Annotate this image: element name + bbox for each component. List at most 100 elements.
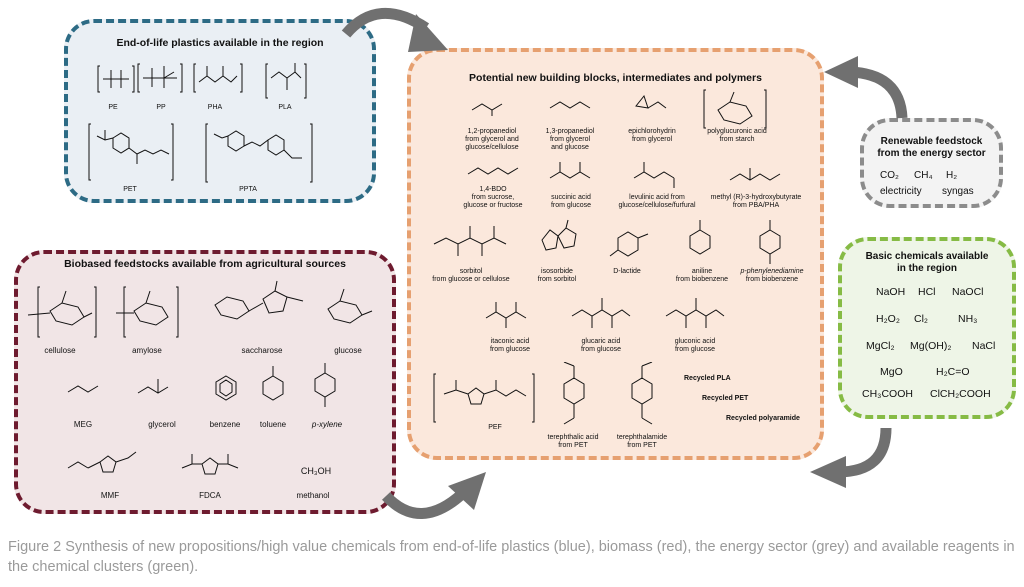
eol-label-pha: PHA [207, 104, 223, 111]
propanediol-13-structure [546, 94, 594, 116]
new-building-blocks-title: Potential new building blocks, intermedi… [469, 72, 762, 84]
eol-label-pe: PE [108, 104, 118, 111]
arrow-renewable-to-new [824, 56, 908, 119]
levulinic-acid-structure [630, 160, 682, 190]
toluene-structure [261, 364, 285, 402]
meg-structure [58, 378, 106, 400]
glucaric-acid-structure [566, 294, 636, 334]
recycled-pet-label: Recycled PET [702, 395, 749, 402]
arrow-bio-to-new [382, 472, 486, 519]
pla-structure [265, 60, 310, 104]
isosorbide-structure [532, 218, 582, 262]
chem-mgcl2: MgCl₂ [866, 340, 895, 352]
end-of-life-plastics-title: End-of-life plastics available in the re… [116, 37, 324, 49]
new-building-blocks-panel: Potential new building blocks, intermedi… [407, 48, 824, 460]
new-label-d-lactide: D-lactide [613, 268, 641, 275]
renewable-electricity: electricity [880, 186, 922, 197]
chem-mgo: MgO [880, 366, 903, 378]
fdca-structure [176, 450, 246, 484]
pet-structure [85, 118, 180, 186]
methyl-hydroxybutyrate-structure [726, 162, 786, 190]
chem-naocl: NaOCl [952, 286, 984, 298]
bio-label-p-xylene: p-xylene [311, 420, 343, 429]
itaconic-acid-structure [482, 300, 538, 330]
pha-structure [193, 60, 245, 98]
chem-nh3: NH₃ [958, 313, 978, 325]
bio-label-mmf: MMF [100, 491, 120, 500]
terephthalamide-structure [622, 362, 662, 432]
d-lactide-structure [606, 226, 652, 262]
benzene-structure [214, 374, 238, 402]
chem-acetic-acid: CH₃COOH [862, 388, 913, 400]
chem-hcl: HCl [918, 286, 936, 298]
chem-nacl: NaCl [972, 340, 996, 352]
bio-label-glucose: glucose [334, 346, 362, 355]
pe-structure [97, 62, 135, 98]
eol-label-pet: PET [123, 186, 137, 193]
pp-structure [137, 60, 187, 98]
bio-label-fdca: FDCA [199, 491, 221, 500]
new-label-pef: PEF [488, 424, 502, 431]
biobased-feedstocks-panel: Biobased feedstocks available from agric… [14, 250, 396, 514]
glucose-structure [318, 285, 378, 335]
epichlorohydrin-structure [630, 90, 674, 116]
pef-structure [430, 370, 542, 428]
ppta-structure [202, 118, 320, 188]
p-xylene-structure [313, 361, 337, 411]
eol-label-ppta: PPTA [239, 186, 257, 193]
bio-label-glycerol: glycerol [148, 420, 176, 429]
renewable-syngas: syngas [942, 186, 974, 197]
polyglucuronic-acid-structure [700, 86, 772, 132]
chem-h2o2: H₂O₂ [876, 313, 900, 325]
renewable-ch4: CH₄ [914, 170, 933, 181]
bio-label-toluene: toluene [259, 420, 287, 429]
saccharose-structure [205, 277, 315, 337]
chem-mg-oh-2: Mg(OH)₂ [910, 340, 952, 352]
figure-caption: Figure 2 Synthesis of new propositions/h… [8, 539, 1015, 575]
glycerol-structure [128, 373, 184, 403]
succinic-acid-structure [546, 160, 596, 190]
bio-label-amylose: amylose [132, 346, 162, 355]
bio-label-methanol: methanol [296, 491, 330, 500]
chem-naoh: NaOH [876, 286, 906, 298]
p-phenylenediamine-structure [758, 218, 782, 268]
gluconic-acid-structure [660, 294, 730, 334]
arrow-basic-to-new [810, 427, 892, 488]
amylose-structure [114, 283, 184, 341]
biobased-feedstocks-title: Biobased feedstocks available from agric… [64, 258, 346, 270]
eol-label-pla: PLA [278, 104, 292, 111]
eol-label-pp: PP [156, 104, 166, 111]
mmf-structure [66, 450, 150, 484]
recycled-polyaramide-label: Recycled polyaramide [726, 415, 800, 422]
bio-label-meg: MEG [73, 420, 93, 429]
bio-methanol-formula: CH₃OH [300, 466, 332, 476]
end-of-life-plastics-panel: End-of-life plastics available in the re… [64, 19, 376, 203]
aniline-structure [688, 218, 712, 258]
chem-chloroacetic-acid: ClCH₂COOH [930, 388, 991, 400]
terephthalic-acid-structure [554, 362, 594, 432]
bio-label-cellulose: cellulose [44, 346, 76, 355]
sorbitol-structure [428, 222, 518, 262]
bio-label-saccharose: saccharose [241, 346, 283, 355]
recycled-pla-label: Recycled PLA [684, 375, 731, 382]
renewable-co2: CO₂ [880, 170, 899, 181]
propanediol-12-structure [468, 94, 512, 118]
